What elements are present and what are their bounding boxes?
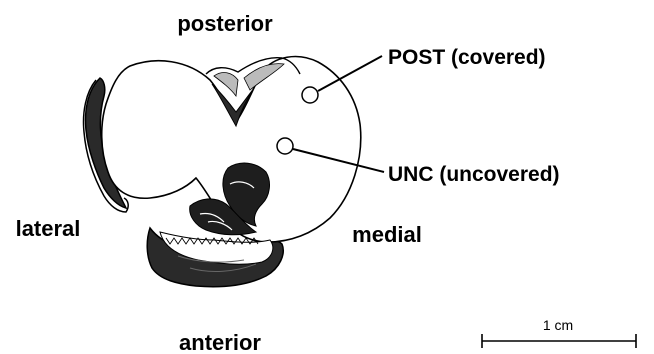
anterior-label: anterior: [179, 330, 261, 354]
unc-site-marker: [277, 138, 293, 154]
post-site-marker: [302, 87, 318, 103]
scale-bar-label: 1 cm: [543, 317, 573, 333]
posterior-label: posterior: [177, 11, 273, 36]
post-callout-label: POST (covered): [388, 46, 546, 69]
lateral-label: lateral: [16, 216, 81, 241]
unc-callout-label: UNC (uncovered): [388, 163, 560, 186]
medial-label: medial: [352, 222, 422, 247]
scale-bar: 1 cm: [482, 317, 636, 348]
